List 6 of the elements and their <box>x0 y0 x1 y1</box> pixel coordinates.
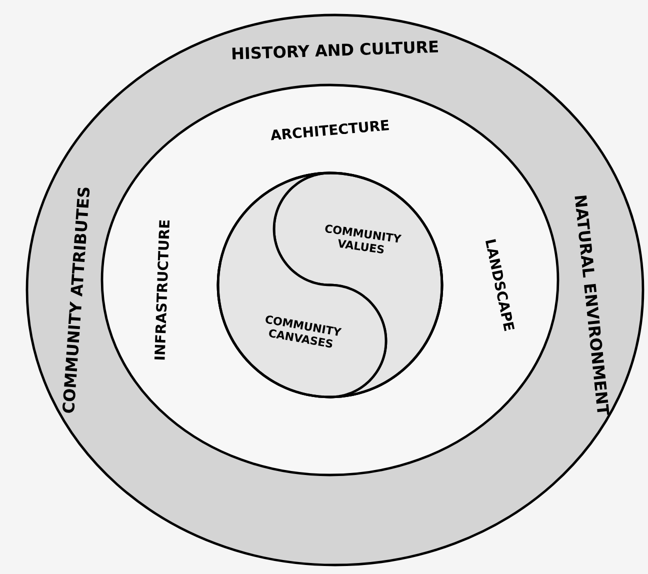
ring-label: ARCHITECTURE <box>271 120 389 140</box>
ring-label: COMMUNITY ATTRIBUTES <box>62 188 90 413</box>
region-label: COMMUNITY VALUES <box>325 224 402 254</box>
ring-label: NATURAL ENVIRONMENT <box>574 195 610 415</box>
ring-label: HISTORY AND CULTURE <box>232 40 438 60</box>
ring-label: INFRASTRUCTURE <box>154 220 170 360</box>
